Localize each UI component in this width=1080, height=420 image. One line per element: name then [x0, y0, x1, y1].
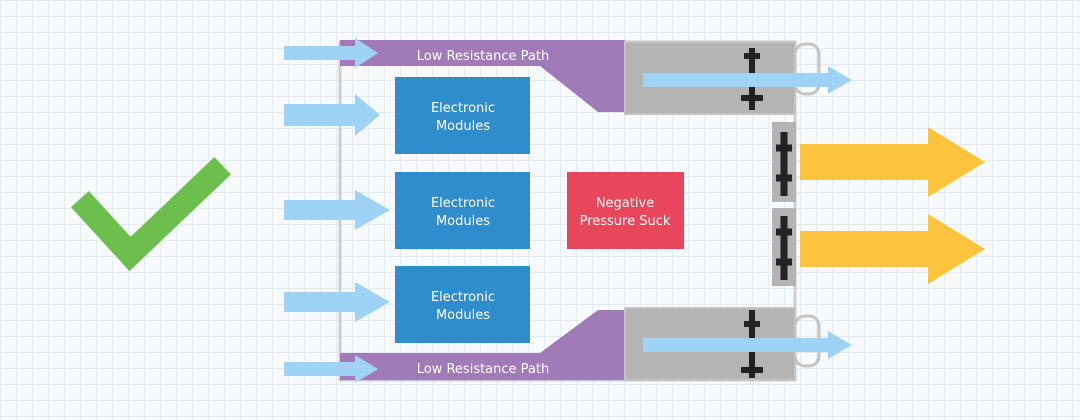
exhaust-fan-lower	[772, 208, 796, 286]
negative-pressure-line2: Pressure Suck	[580, 214, 671, 229]
negative-pressure-box	[567, 172, 684, 249]
low-resistance-path-top	[340, 40, 625, 112]
negative-pressure-line1: Negative	[596, 196, 654, 211]
intake-arrow-5	[284, 355, 378, 383]
intake-arrow-1	[284, 38, 378, 68]
passthrough-arrow-bottom	[643, 331, 852, 359]
low-resistance-path-bottom	[340, 310, 625, 380]
intake-arrow-4	[284, 282, 390, 322]
electronic-module-2	[395, 172, 530, 249]
low-resistance-path-top-label: Low Resistance Path	[417, 49, 549, 64]
electronic-module-1-line2: Modules	[436, 119, 490, 134]
electronic-module-1	[395, 77, 530, 154]
fan-blade-icon	[776, 216, 792, 280]
fan-blade-icon	[776, 132, 792, 196]
intake-arrow-2	[284, 94, 380, 136]
electronic-module-3-line2: Modules	[436, 308, 490, 323]
exhaust-fan-upper	[772, 122, 796, 202]
check-icon	[71, 157, 231, 272]
electronic-module-1-line1: Electronic	[431, 101, 495, 116]
electronic-module-2-line2: Modules	[436, 214, 490, 229]
electronic-module-3-line1: Electronic	[431, 290, 495, 305]
exhaust-arrow-2	[800, 214, 985, 284]
electronic-module-3	[395, 266, 530, 343]
exhaust-arrow-1	[800, 127, 985, 197]
electronic-module-2-line1: Electronic	[431, 196, 495, 211]
passthrough-arrow-top	[643, 66, 852, 94]
intake-arrow-3	[284, 190, 390, 230]
low-resistance-path-bottom-label: Low Resistance Path	[417, 362, 549, 377]
